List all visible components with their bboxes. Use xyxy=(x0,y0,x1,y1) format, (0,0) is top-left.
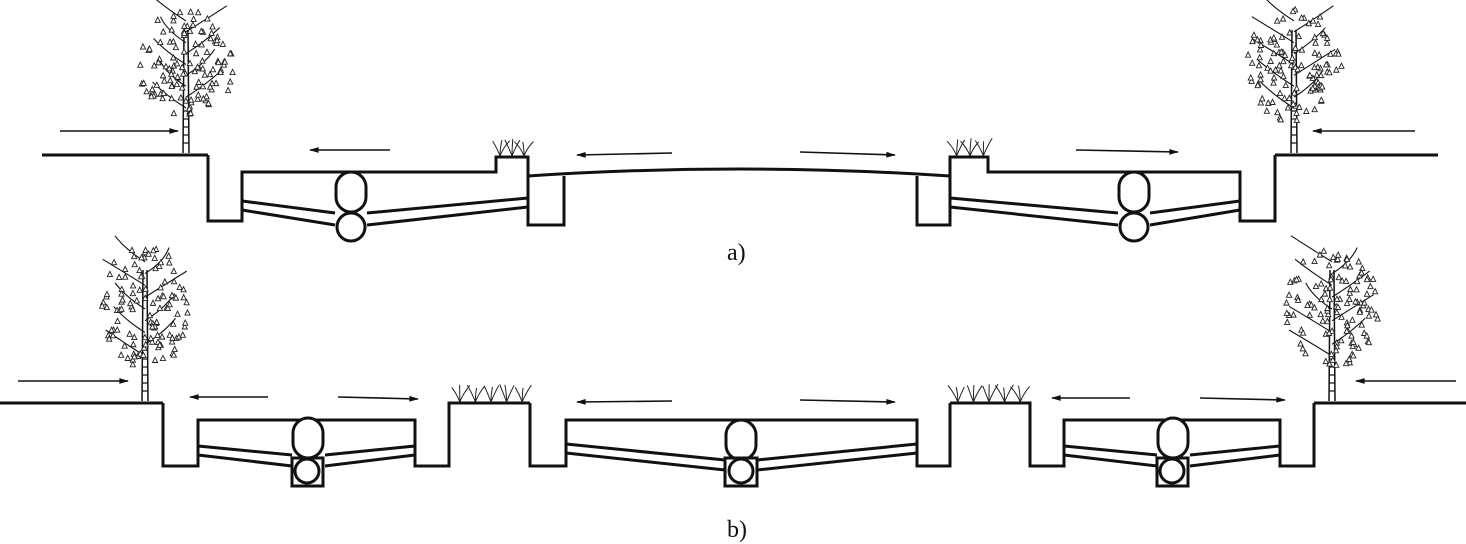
inlet-left-a xyxy=(334,170,368,214)
carriageway-a xyxy=(527,167,951,178)
tree-left-b xyxy=(98,235,191,402)
inlet-center-b xyxy=(724,418,758,462)
sidewalk-left-a xyxy=(206,155,530,223)
drain-pipe-top-left-a xyxy=(241,196,529,215)
tree-left-a xyxy=(136,0,236,154)
curb-right-a xyxy=(915,175,952,227)
drain-pipe-top-right-b xyxy=(1063,444,1281,457)
grass-right-b xyxy=(947,383,1031,403)
drain-pipe-top-center-b xyxy=(565,442,918,462)
trees xyxy=(98,0,1381,402)
drain-pipe-bottom-left-b xyxy=(197,453,416,468)
grass-tufts xyxy=(451,138,1031,403)
drain-pipe-bottom-center-b xyxy=(565,451,918,472)
drain-pipe-top-right-a xyxy=(949,196,1241,215)
inlet-right-b xyxy=(1156,416,1190,460)
flow-arrows-b xyxy=(18,378,1456,405)
inlet-right-a xyxy=(1117,170,1151,214)
curb-left-a xyxy=(526,175,566,227)
drain-pipe-top-left-b xyxy=(197,444,416,457)
pipe-right-a xyxy=(1118,211,1150,243)
tree-right-a xyxy=(1244,0,1345,154)
drain-pipe-bottom-left-a xyxy=(241,205,529,227)
section-b: b) xyxy=(0,378,1466,543)
pipe-right-b-circle xyxy=(1158,457,1186,485)
grass-right-a xyxy=(946,138,993,157)
section-a: a) xyxy=(42,128,1438,266)
drain-pipe-bottom-right-b xyxy=(1063,453,1281,468)
grass-left-a xyxy=(492,138,534,157)
pipe-left-b-circle xyxy=(293,457,321,485)
grass-left-b xyxy=(451,384,532,403)
sidewalk-left-b xyxy=(161,401,530,468)
sidewalk-right-b xyxy=(950,401,1316,468)
tree-right-b xyxy=(1283,235,1381,402)
flow-arrows-a xyxy=(60,128,1415,158)
pipe-center-b-circle xyxy=(727,457,755,485)
pipe-left-a xyxy=(335,211,367,243)
sidewalk-right-a xyxy=(948,155,1277,223)
label-a: a) xyxy=(727,240,746,266)
drain-pipe-bottom-right-a xyxy=(949,205,1241,227)
label-b: b) xyxy=(727,517,747,543)
inlet-left-b xyxy=(291,416,325,460)
